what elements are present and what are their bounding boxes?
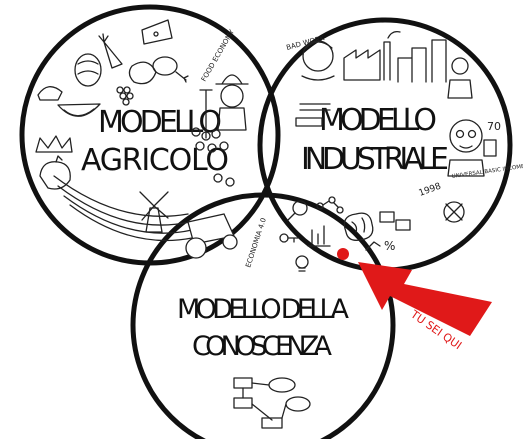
tractor-icon bbox=[185, 213, 238, 259]
worker-icon bbox=[447, 57, 473, 99]
agricolo-line1: MODELLO bbox=[98, 105, 222, 140]
flowchart-icon bbox=[233, 377, 311, 429]
key-icon bbox=[279, 233, 299, 243]
note-1998: 1998 bbox=[418, 181, 443, 198]
steak-icon bbox=[128, 61, 157, 85]
label-agricolo: MODELLO AGRICOLO bbox=[81, 105, 229, 178]
buildings-icon bbox=[397, 39, 447, 83]
windmill-icon bbox=[139, 191, 169, 233]
tools-icon bbox=[295, 103, 331, 127]
note-ubi: UNIVERSAL BASIC INCOME bbox=[451, 164, 523, 180]
note-economia: ECONOMIA 4.0 bbox=[244, 217, 268, 269]
cheese-icon bbox=[141, 19, 173, 45]
brain-icon bbox=[343, 212, 374, 241]
agri-doodles bbox=[35, 19, 249, 259]
label-conoscenza: MODELLO DELLA CONOSCENZA bbox=[177, 294, 350, 362]
note-percent: % bbox=[384, 239, 395, 253]
factory-icon bbox=[343, 30, 401, 81]
you-are-here-marker: TU SEI QUI bbox=[337, 248, 492, 352]
industriale-line1: MODELLO bbox=[319, 103, 437, 138]
artichoke-icon bbox=[74, 53, 102, 87]
industry-doodles bbox=[295, 30, 497, 177]
bar-chart-icon bbox=[307, 225, 331, 247]
circle-agricolo bbox=[19, 4, 281, 266]
note-seventy: 70 bbox=[487, 120, 501, 133]
trend-icon bbox=[365, 241, 381, 251]
magnifier-icon bbox=[287, 200, 308, 221]
drumstick-icon bbox=[152, 56, 189, 83]
watermelon-icon bbox=[57, 103, 101, 117]
hen-icon bbox=[39, 155, 71, 190]
bread-icon bbox=[37, 86, 63, 101]
crowd-icon bbox=[191, 127, 235, 187]
globe-icon bbox=[443, 201, 465, 223]
farmer-icon bbox=[199, 74, 249, 139]
portrait-adam-smith bbox=[301, 40, 335, 81]
conoscenza-line1: MODELLO DELLA bbox=[177, 294, 350, 325]
industriale-line2: INDUSTRIALE bbox=[301, 142, 449, 177]
conoscenza-line2: CONOSCENZA bbox=[192, 331, 333, 362]
agricolo-line2: AGRICOLO bbox=[81, 143, 229, 178]
knowledge-doodles bbox=[233, 196, 465, 429]
label-industriale: MODELLO INDUSTRIALE bbox=[301, 103, 449, 177]
lightbulb-icon bbox=[295, 255, 309, 272]
red-pointer-arrow bbox=[358, 262, 492, 336]
current-position-dot bbox=[337, 248, 349, 260]
molecule-icon bbox=[316, 196, 344, 214]
money-icon bbox=[379, 211, 411, 231]
document-icon bbox=[483, 139, 497, 157]
field-rows bbox=[53, 175, 193, 242]
carrot-icon bbox=[98, 33, 123, 69]
grapes-icon bbox=[116, 86, 134, 106]
portrait-man bbox=[447, 119, 485, 177]
crown-icon bbox=[35, 135, 73, 153]
